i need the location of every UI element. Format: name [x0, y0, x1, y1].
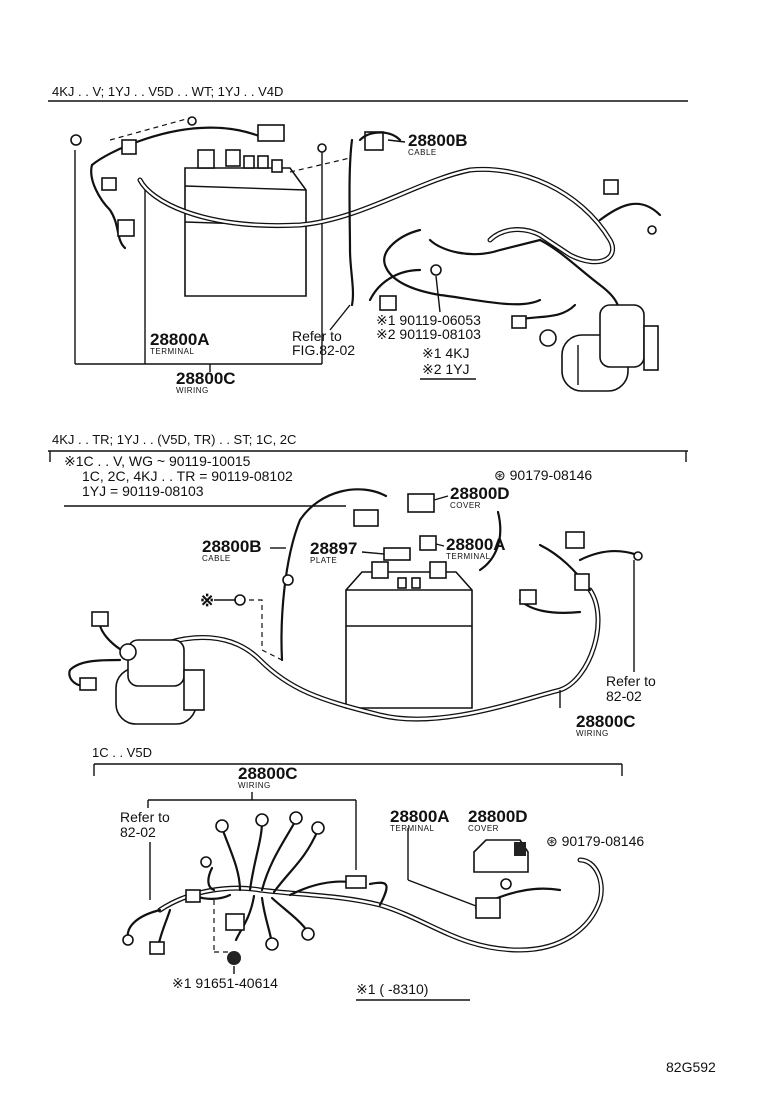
s2-wiring-name: WIRING	[576, 729, 609, 738]
grommet-icon	[227, 951, 241, 965]
figure-id: 82G592	[666, 1059, 716, 1075]
s1-refer-line1: Refer to	[292, 328, 342, 344]
section1-cable-lead	[358, 131, 402, 142]
s2-cable-part: 28800B	[202, 537, 262, 556]
s3-nut: ⊛ 90179-08146	[546, 833, 644, 849]
s1-bolt1: ※1 90119-06053	[376, 312, 481, 328]
s3-wiring-part: 28800C	[238, 764, 298, 783]
s3-terminal-part: 28800A	[390, 807, 450, 826]
section2-dashed-guide	[240, 599, 283, 661]
s1-refer-line2: FIG.82-02	[292, 342, 355, 358]
section1-connectors	[70, 116, 657, 329]
s1-terminal-part: 28800A	[150, 330, 210, 349]
section3-terminal-icon	[407, 828, 512, 919]
s2-terminal-part: 28800A	[446, 535, 506, 554]
s1-bolt2: ※2 90119-08103	[376, 326, 481, 342]
s1-terminal-name: TERMINAL	[150, 347, 195, 356]
s1-legend1: ※1 4KJ	[422, 345, 470, 361]
s1-wiring-part: 28800C	[176, 369, 236, 388]
s2-wiring-part: 28800C	[576, 712, 636, 731]
section3-cover-icon	[473, 839, 529, 873]
s3-cover-name: COVER	[468, 824, 499, 833]
section1-cable-icon	[348, 138, 355, 307]
s2-cable-name: CABLE	[202, 554, 231, 563]
section1-dashed-guide-2	[289, 157, 351, 173]
s2-note1: ※1C . . V, WG ~ 90119-10015	[64, 453, 251, 469]
section1-bracket	[74, 148, 323, 372]
s2-note3: 1YJ = 90119-08103	[82, 483, 204, 499]
s1-cable-name: CABLE	[408, 148, 437, 157]
starter-motor-2-icon	[115, 639, 205, 725]
s1-wiring-name: WIRING	[176, 386, 209, 395]
s3-grommet: ※1 91651-40614	[172, 975, 278, 991]
s2-plate-part: 28897	[310, 539, 357, 558]
s1-cable-part: 28800B	[408, 131, 468, 150]
s2-nut: ⊛ 90179-08146	[494, 467, 592, 483]
s3-wiring-name: WIRING	[238, 781, 271, 790]
section1-header: 4KJ . . V; 1YJ . . V5D . . WT; 1YJ . . V…	[52, 84, 283, 99]
battery-2-icon	[345, 561, 473, 709]
section3-connectors	[122, 811, 367, 955]
section2-connectors	[79, 493, 643, 691]
s2-note2: 1C, 2C, 4KJ . . TR = 90119-08102	[82, 468, 293, 484]
starter-motor-icon	[539, 304, 659, 392]
section2-header: 4KJ . . TR; 1YJ . . (V5D, TR) . . ST; 1C…	[52, 432, 296, 447]
s3-cover-part: 28800D	[468, 807, 528, 826]
s2-terminal-name: TERMINAL	[446, 552, 491, 561]
s2-cover-part: 28800D	[450, 484, 510, 503]
section2-cable-icon	[280, 488, 388, 662]
section3-header: 1C . . V5D	[92, 745, 152, 760]
s2-star: ※	[200, 591, 214, 610]
s3-footnote: ※1 ( -8310)	[356, 981, 428, 997]
section1-harness-icon	[90, 126, 662, 322]
s3-terminal-name: TERMINAL	[390, 824, 435, 833]
s2-cover-name: COVER	[450, 501, 481, 510]
s2-refer-line1: Refer to	[606, 673, 656, 689]
s2-plate-name: PLATE	[310, 556, 337, 565]
s1-legend2: ※2 1YJ	[422, 361, 470, 377]
s3-refer-line1: Refer to	[120, 809, 170, 825]
section1-dashed-guide	[109, 117, 191, 141]
section3-wiring-bracket	[147, 792, 357, 900]
s3-refer-line2: 82-02	[120, 824, 156, 840]
s2-refer-line2: 82-02	[606, 688, 642, 704]
